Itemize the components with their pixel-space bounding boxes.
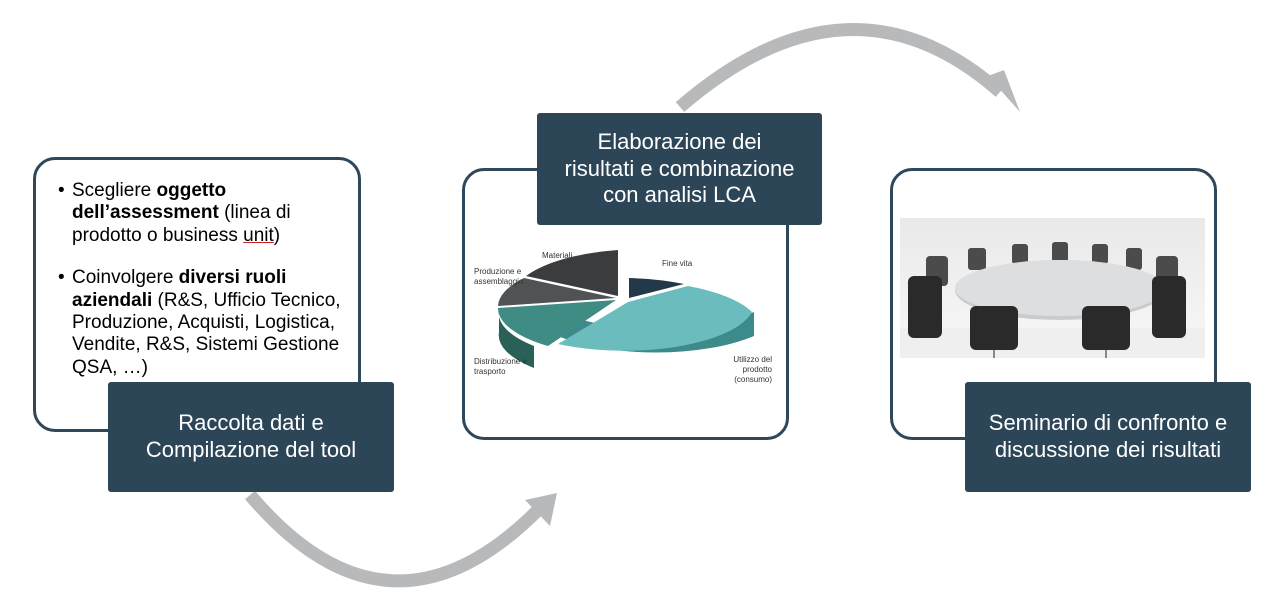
pie-label-distribuzione-1: Distribuzione e — [474, 357, 527, 366]
step-label-1: Raccolta dati e Compilazione del tool — [108, 382, 394, 492]
pie-slice-materiali — [526, 250, 618, 296]
pie-side-distribuzione — [498, 310, 534, 368]
pie-label-utilizzo-3: (consumo) — [734, 375, 772, 384]
bullet-item-1: Scegliere oggetto dell’assessment (linea… — [58, 180, 358, 247]
pie-label-fine-vita: Fine vita — [662, 259, 693, 268]
meeting-room-image — [900, 218, 1205, 358]
pie-label-distribuzione-2: trasporto — [474, 367, 506, 376]
step-label-3: Seminario di confronto e discussione dei… — [965, 382, 1251, 492]
pie-slice-utilizzo — [558, 286, 752, 351]
pie-label-produzione-1: Produzione e — [474, 267, 522, 276]
bullet-list: Scegliere oggetto dell’assessment (linea… — [58, 180, 358, 399]
arrow-bottom — [245, 490, 545, 588]
pie-label-utilizzo-2: prodotto — [743, 365, 773, 374]
arrow-bottom-head — [525, 493, 557, 526]
pie-label-materiali: Materiali — [542, 251, 572, 260]
step-label-2: Elaborazione dei risultati e combinazion… — [537, 113, 822, 225]
bullet-item-2: Coinvolgere diversi ruoli aziendali (R&S… — [58, 267, 358, 379]
arrow-top — [675, 23, 1005, 112]
pie-slice-produzione — [498, 278, 616, 306]
arrow-top-head — [988, 70, 1020, 112]
pie-label-produzione-2: assemblaggio — [474, 277, 524, 286]
pie-slice-distribuzione — [497, 300, 616, 346]
pie-label-utilizzo-1: Utilizzo del — [733, 355, 772, 364]
pie-slice-fine-vita — [629, 278, 684, 298]
